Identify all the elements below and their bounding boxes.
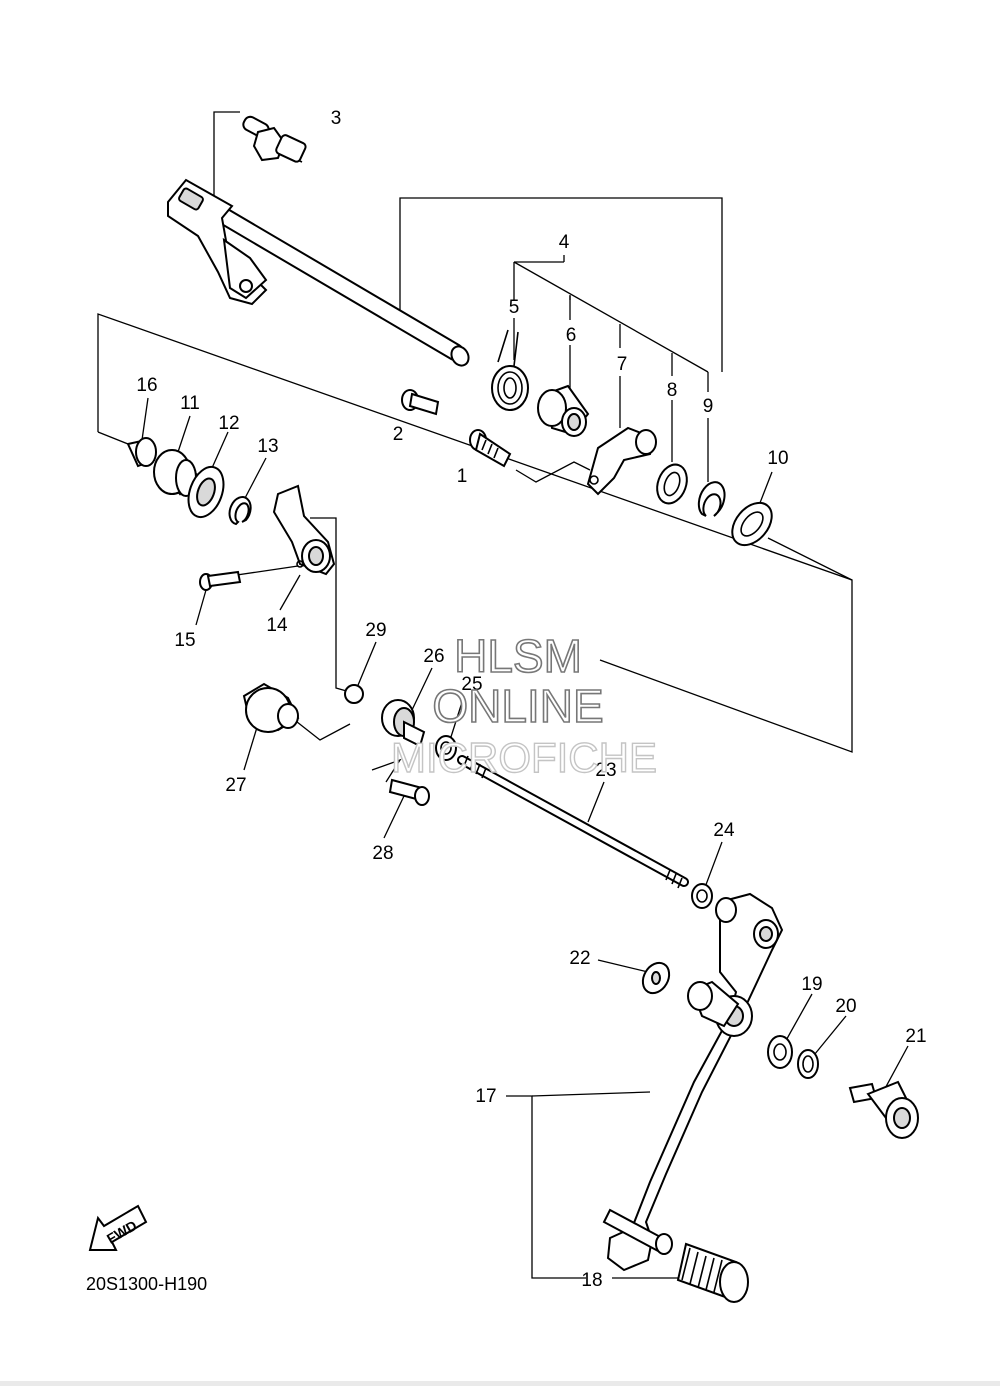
part-19-washer bbox=[767, 1035, 793, 1069]
callout-26: 26 bbox=[423, 646, 444, 667]
catalog-code: 20S1300-H190 bbox=[86, 1274, 207, 1294]
part-29-collar bbox=[344, 684, 364, 704]
callout-29: 29 bbox=[365, 620, 386, 641]
callout-4: 4 bbox=[559, 232, 570, 253]
callout-6: 6 bbox=[566, 325, 577, 346]
callout-17: 17 bbox=[475, 1086, 496, 1107]
callout-11: 11 bbox=[180, 393, 200, 414]
part-28-bolt bbox=[388, 778, 430, 806]
part-5-spring bbox=[491, 329, 529, 411]
part-9-circlip bbox=[697, 481, 726, 517]
watermark-line3: MICROFICHE bbox=[391, 734, 657, 781]
callout-8: 8 bbox=[667, 380, 678, 401]
watermark: HLSM ONLINE MICROFICHE bbox=[390, 629, 657, 782]
callout-22: 22 bbox=[569, 948, 590, 969]
callout-1: 1 bbox=[457, 466, 468, 487]
part-27-cover bbox=[242, 682, 300, 733]
callout-15: 15 bbox=[174, 630, 195, 651]
callout-2: 2 bbox=[393, 424, 404, 445]
callout-14: 14 bbox=[266, 615, 288, 636]
forward-arrow-icon: FWD bbox=[88, 1204, 148, 1251]
part-24-nut bbox=[691, 883, 713, 909]
part-6-collar bbox=[537, 384, 590, 437]
part-11-bearing bbox=[153, 449, 198, 497]
callout-labels: 1234567891011121314151617181920212223242… bbox=[136, 108, 926, 1291]
callout-13: 13 bbox=[257, 436, 278, 457]
part-26-rod-end bbox=[381, 699, 426, 748]
callout-10: 10 bbox=[767, 448, 788, 469]
callout-12: 12 bbox=[218, 413, 239, 434]
part-13-circlip bbox=[228, 496, 252, 526]
callout-7: 7 bbox=[617, 354, 628, 375]
callout-5: 5 bbox=[509, 297, 520, 318]
callout-24: 24 bbox=[713, 820, 735, 841]
part-21-pivot-bolt bbox=[848, 1080, 919, 1139]
watermark-line1: HLSM bbox=[454, 630, 582, 682]
watermark-line2: ONLINE bbox=[432, 680, 603, 732]
part-23-shift-rod bbox=[457, 755, 689, 889]
part-12-seal bbox=[187, 465, 225, 519]
part-2-bolt bbox=[401, 389, 440, 416]
part-18-rubber bbox=[676, 1242, 749, 1303]
callout-20: 20 bbox=[835, 996, 856, 1017]
part-16-bearing bbox=[126, 437, 157, 468]
callout-9: 9 bbox=[703, 396, 714, 417]
part-8-washer bbox=[656, 463, 688, 505]
part-14-shift-arm bbox=[272, 484, 336, 576]
part-shaft-3-bolt bbox=[242, 115, 307, 163]
part-15-bolt bbox=[199, 570, 242, 591]
part-17-shift-pedal bbox=[602, 892, 784, 1272]
part-10-washer bbox=[731, 501, 773, 547]
callout-18: 18 bbox=[581, 1270, 602, 1291]
leader-lines bbox=[97, 111, 909, 1279]
part-22-washer bbox=[641, 961, 671, 995]
callout-28: 28 bbox=[372, 843, 393, 864]
callout-19: 19 bbox=[801, 974, 822, 995]
part-7-arm bbox=[586, 426, 657, 496]
callout-27: 27 bbox=[225, 775, 246, 796]
part-1-pin-spring bbox=[469, 429, 512, 468]
part-shift-shaft bbox=[167, 178, 470, 367]
callout-16: 16 bbox=[136, 375, 157, 396]
callout-23: 23 bbox=[595, 760, 616, 781]
callout-25: 25 bbox=[461, 674, 482, 695]
part-20-circlip bbox=[797, 1049, 819, 1079]
part-25-nut bbox=[435, 735, 457, 761]
callout-21: 21 bbox=[905, 1026, 926, 1047]
callout-3: 3 bbox=[331, 108, 342, 129]
